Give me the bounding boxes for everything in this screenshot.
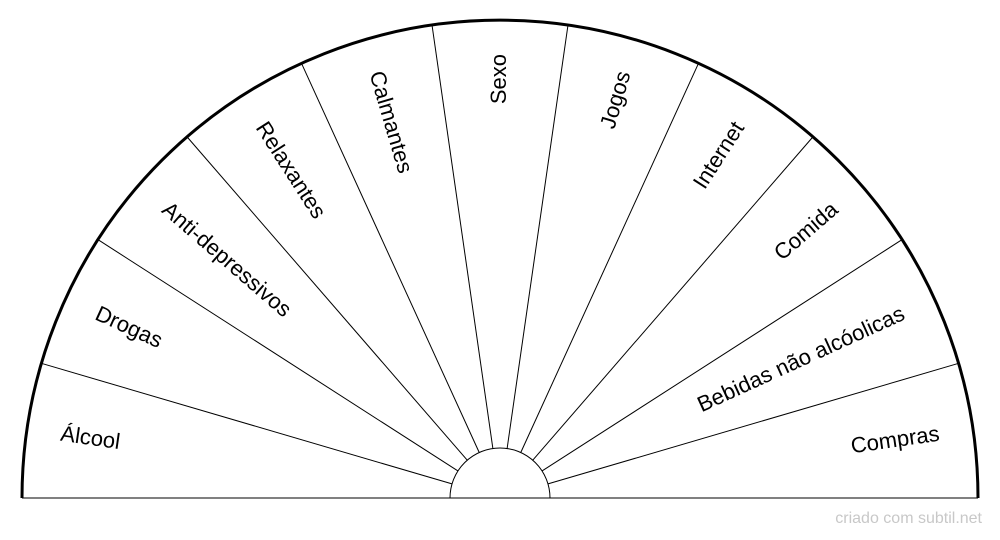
divider-line	[520, 62, 700, 453]
segment-label: Comida	[769, 196, 843, 265]
segment-label: Internet	[688, 117, 749, 193]
segment-label: Relaxantes	[251, 117, 332, 223]
segment-label: Calmantes	[365, 68, 419, 176]
divider-line	[547, 362, 959, 485]
segment-label: Sexo	[486, 54, 511, 104]
segment-label: Jogos	[595, 68, 636, 131]
segment-label: Anti-depressivos	[157, 197, 296, 322]
divider-line	[532, 136, 814, 461]
divider-line	[41, 362, 453, 485]
segment-label: Compras	[849, 421, 941, 458]
divider-line	[541, 239, 903, 472]
divider-line	[506, 24, 569, 449]
divider-line	[431, 24, 494, 449]
credit-text: criado com subtil.net	[835, 510, 982, 527]
divider-lines	[41, 24, 959, 485]
segment-label: Bebidas não alcóolicas	[693, 301, 908, 417]
divider-line	[186, 136, 468, 461]
segment-label: Álcool	[59, 421, 122, 454]
divider-line	[97, 239, 459, 472]
divider-line	[300, 62, 480, 453]
segment-label: Drogas	[92, 301, 167, 353]
inner-hub-arc	[449, 447, 551, 499]
outer-arc	[20, 18, 980, 499]
